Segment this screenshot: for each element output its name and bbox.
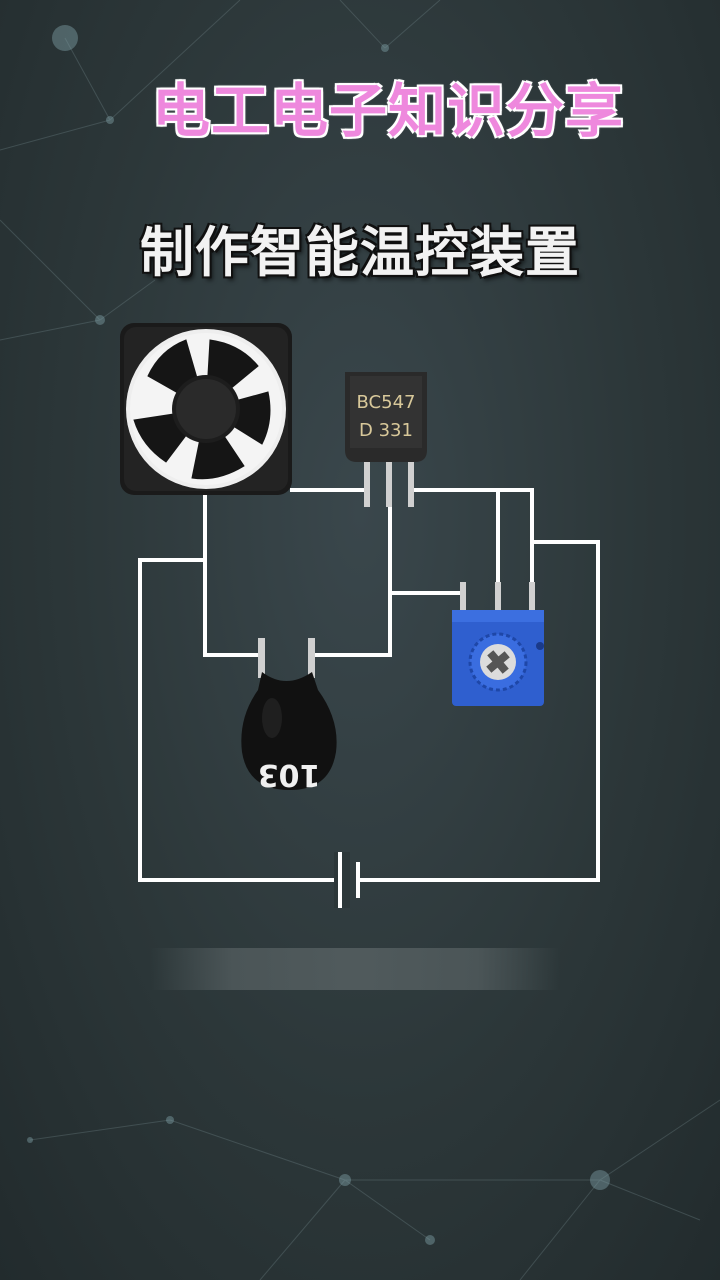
video-title: 制作智能温控装置: [140, 221, 580, 284]
transistor-bc547: BC547 D 331: [345, 372, 427, 507]
trimmer-potentiometer: [452, 582, 544, 706]
thermistor-code: 103: [258, 757, 321, 792]
transistor-label-line2: D 331: [359, 420, 413, 441]
component-tray-shadow: [150, 948, 560, 990]
wire-base-to-thermistor: [312, 505, 392, 657]
wire-left-rail: [138, 558, 340, 882]
wire-fan-to-thermistor: [203, 495, 262, 657]
transistor-label-line1: BC547: [357, 392, 416, 413]
wire-collector-to-pot: [412, 488, 534, 612]
battery-symbol: [334, 852, 360, 908]
channel-title: 电工电子知识分享: [151, 77, 624, 145]
cooling-fan: [120, 323, 292, 495]
thermistor-ntc: 103: [241, 638, 337, 792]
wire-battery-to-right-rail: [360, 540, 600, 882]
wire-base-to-pot: [390, 591, 465, 612]
